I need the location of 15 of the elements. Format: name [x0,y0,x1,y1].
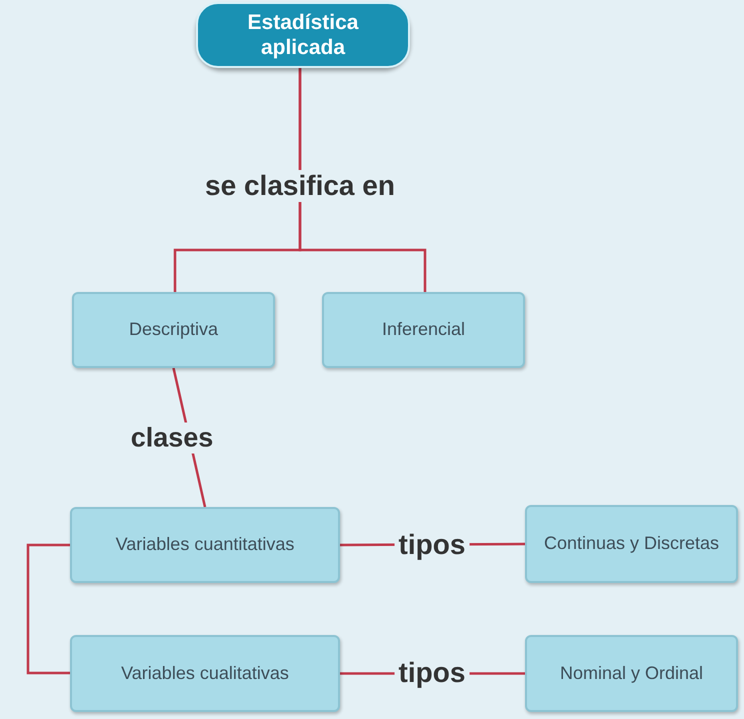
concept-box [322,292,525,368]
concept-box [70,507,340,583]
concept-box [525,505,738,583]
concept-box [72,292,275,368]
connector-line [298,68,426,292]
box-text: Variables cuantitativas [116,533,294,556]
box-text: Inferencial [382,318,466,342]
box-text: Descriptiva [128,318,218,342]
connector-line [26,544,70,674]
box-text: Nominal y Ordinal [560,662,704,685]
box-text: Continuas y Discretas [544,532,720,556]
title-text: Estadística aplicada [196,2,410,68]
box-text: Variables cualitativas [121,662,289,685]
concept-box [525,635,738,712]
concept-box [70,635,340,712]
